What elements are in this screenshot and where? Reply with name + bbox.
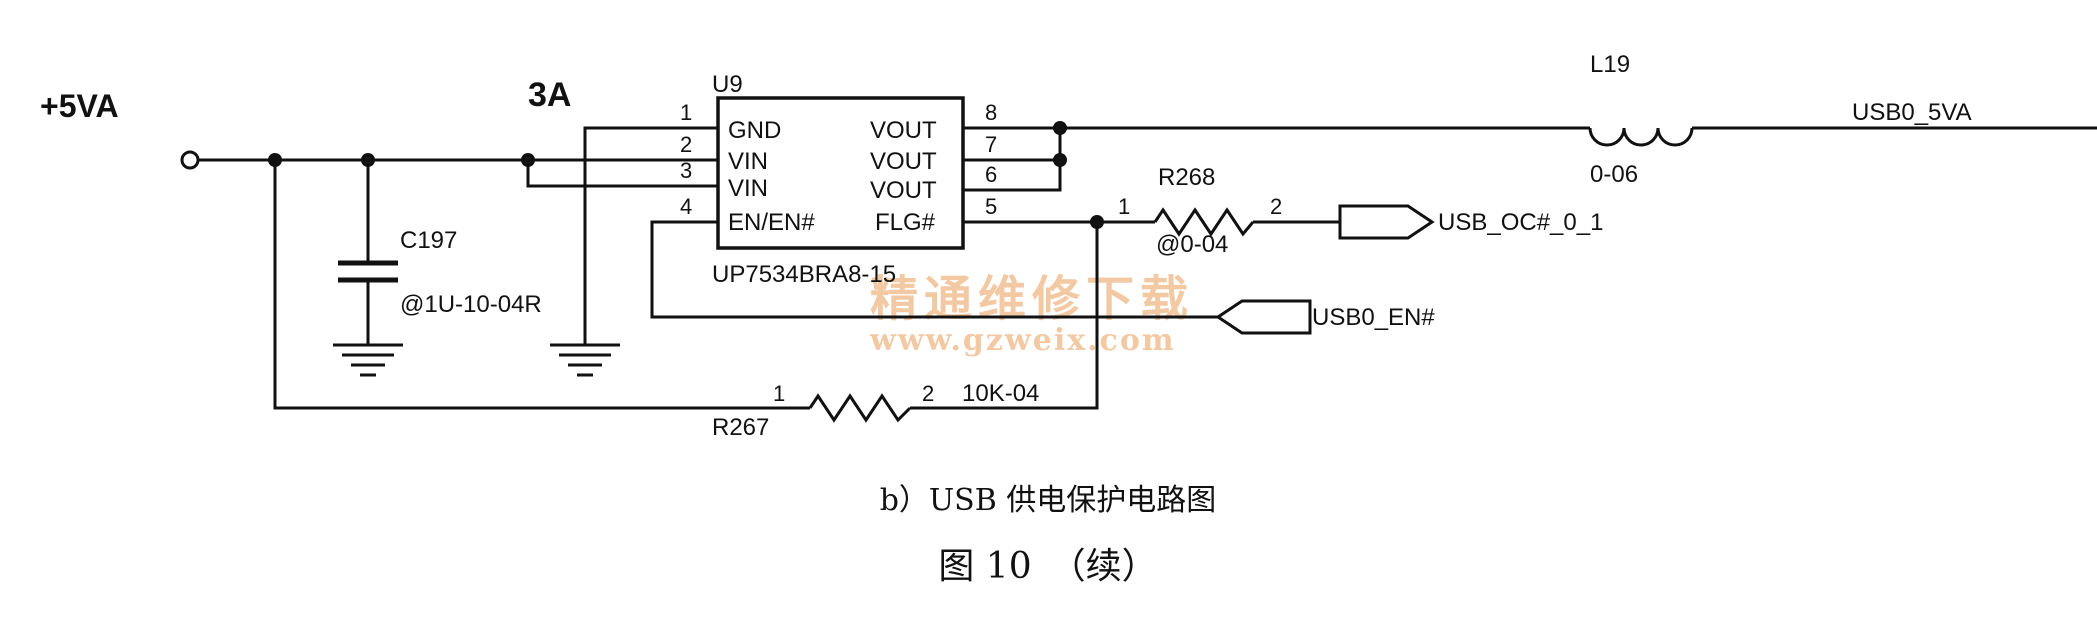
junction-dot [1053,121,1067,135]
watermark-url: www.gzweix.com [869,323,1176,358]
capacitor-c197-ref: C197 [400,227,457,254]
ic-pin1-num: 1 [680,100,692,125]
figure-caption: 图 10 （续） [938,546,1157,587]
ic-pin8-num: 8 [985,100,997,125]
ground-icon [333,343,403,377]
junction-dot [1090,215,1104,229]
resistor-r267-pin1: 1 [773,381,785,406]
resistor-r268-pin1: 1 [1118,194,1130,219]
power-net-label: +5VA [40,88,119,124]
power-input-terminal [180,150,200,170]
oc-connector-symbol [1338,204,1435,240]
ic-pin3-num: 3 [680,158,692,183]
net-en-label: USB0_EN# [1312,304,1435,331]
junction-dot [1053,153,1067,167]
net-usb-power-label: USB0_5VA [1852,99,1972,126]
ic-u9-ref: U9 [712,71,743,98]
sub-caption: b）USB 供电保护电路图 [880,483,1217,518]
ic-pin6-name: VOUT [870,177,937,204]
ic-u9-part: UP7534BRA8-15 [712,261,896,288]
inductor-l19-symbol [1588,126,2097,147]
capacitor-c197-value: @1U-10-04R [400,291,542,318]
resistor-r268-symbol [1153,207,1255,237]
ic-left-pin-stubs [690,126,718,224]
vout-bus-wire [990,126,1590,192]
ic-pin4-name: EN/EN# [728,209,815,236]
net-oc-label: USB_OC#_0_1 [1438,209,1603,236]
ic-right-pin-stubs [963,126,990,224]
resistor-r268-ref: R268 [1158,164,1215,191]
capacitor-c197-symbol [338,260,398,283]
current-rating-label: 3A [528,76,571,114]
ic-pin7-num: 7 [985,132,997,157]
ic-pin5-num: 5 [985,194,997,219]
en-net-wire [650,220,1218,319]
ic-pin2-name: VIN [728,148,768,175]
resistor-r268-value: @0-04 [1156,231,1228,258]
flg-net-wire [960,220,1340,410]
watermark-chinese: 精通维修下载 [870,271,1194,327]
r267-net-wire [273,160,960,410]
resistor-r267-ref: R267 [712,414,769,441]
ic-pin1-name: GND [728,117,781,144]
ic-pin8-name: VOUT [870,117,937,144]
resistor-r267-symbol [808,393,912,423]
junction-dot [521,153,535,167]
ic-u9-body [716,96,965,250]
resistor-r267-pin2: 2 [922,381,934,406]
ic-pin6-num: 6 [985,162,997,187]
ic-pin5-name: FLG# [875,209,936,236]
ic-pin2-num: 2 [680,132,692,157]
ic-pin4-num: 4 [680,194,692,219]
ic-pin3-name: VIN [728,175,768,202]
gnd-pin-wire [583,126,690,345]
ic-pin7-name: VOUT [870,148,937,175]
resistor-r268-pin2: 2 [1270,194,1282,219]
en-connector-symbol [1215,299,1312,335]
inductor-l19-ref: L19 [1590,51,1630,78]
ground-icon [550,343,620,377]
inductor-l19-value: 0-06 [1590,161,1638,188]
resistor-r267-value: 10K-04 [962,380,1039,407]
